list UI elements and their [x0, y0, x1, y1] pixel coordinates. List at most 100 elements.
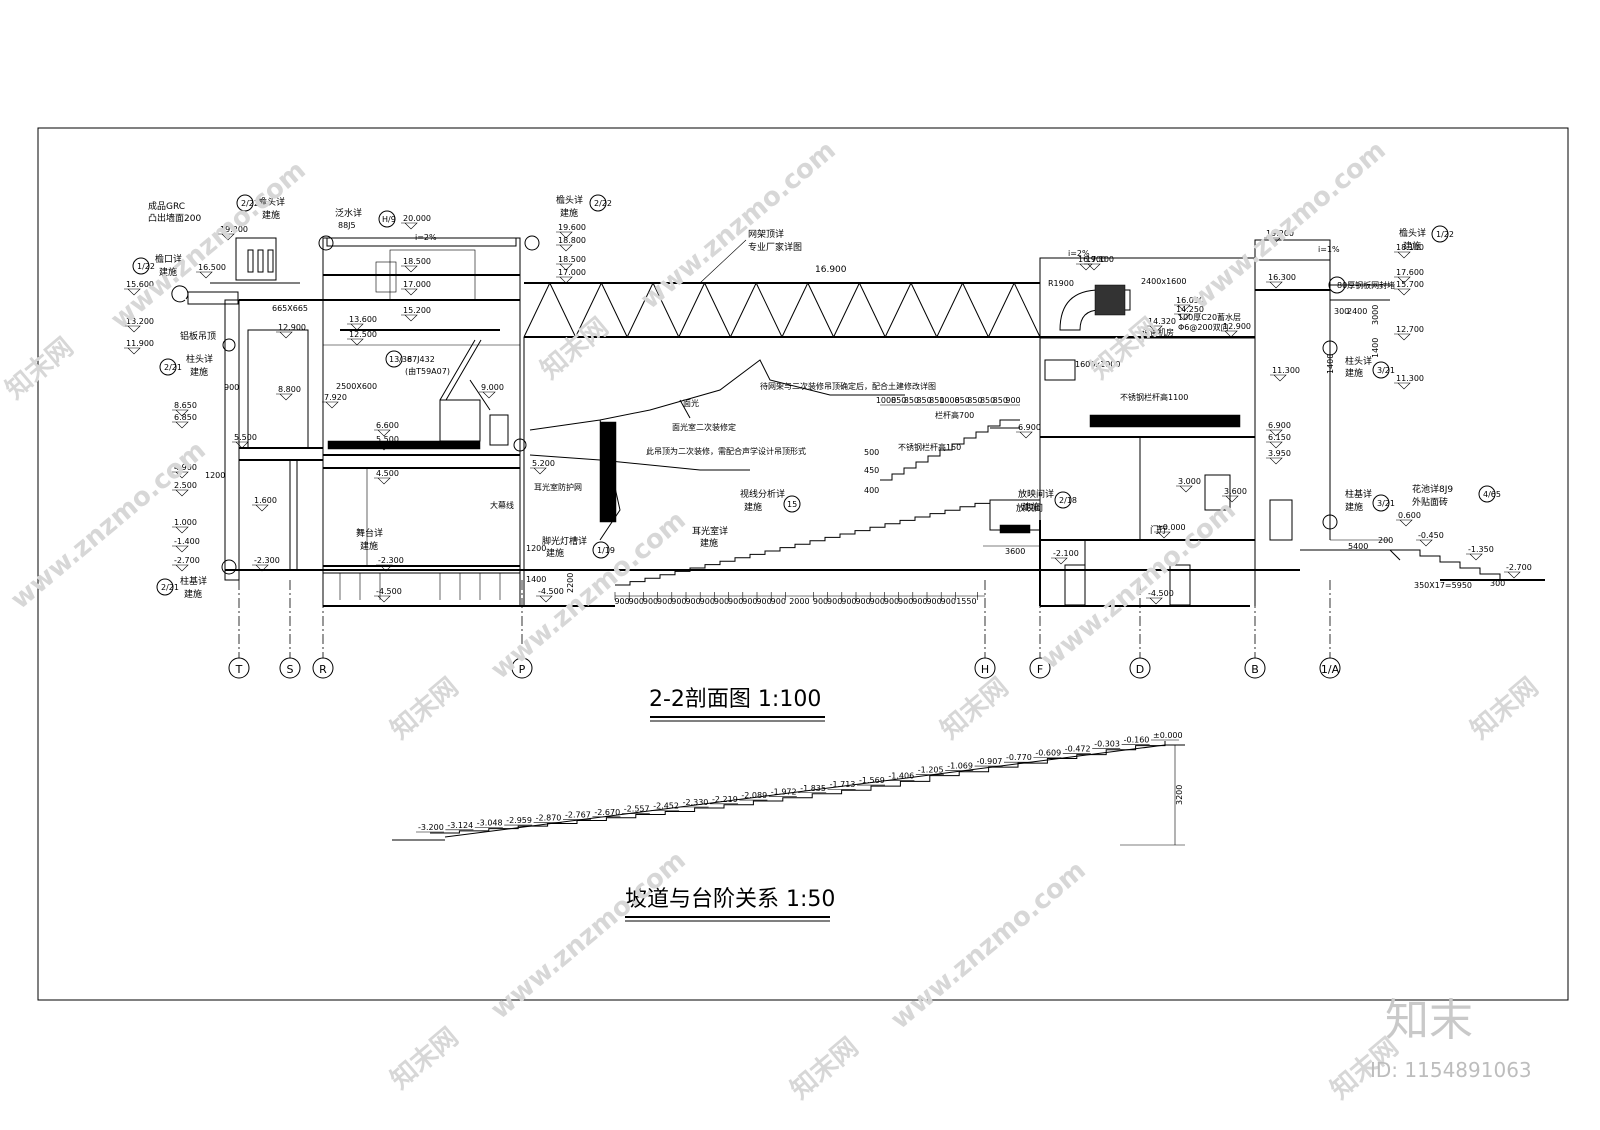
section-title: 2-2剖面图 1:100 [649, 687, 825, 722]
column-head-r-ref: 3/21 [1377, 366, 1395, 375]
grid-label-1: S [287, 663, 294, 676]
ramp-title: 坡道与台阶关系 1:50 [625, 887, 835, 922]
section-title-text: 2-2剖面图 1:100 [649, 687, 821, 712]
projection-ref: 2/18 [1059, 496, 1077, 505]
east-elev-9: 6.900 [1268, 421, 1291, 430]
east-elevation-marks: 19.20016.90017.10016.30016.05014.25014.3… [1016, 229, 1532, 605]
sight-2: 建施 [744, 501, 762, 513]
rail-1: 不锈钢栏杆高1100 [1120, 392, 1188, 402]
gutter-2: 建施 [159, 266, 177, 278]
left-elev-5: 8.650 [174, 401, 197, 410]
east-elev-10: 6.150 [1268, 433, 1291, 442]
ramp-label-11: -2.089 [741, 791, 767, 800]
dim-300: 300 [1490, 579, 1505, 588]
stage-elev-11: 9.000 [481, 383, 504, 392]
east-elev-1: 16.900 [1078, 255, 1106, 264]
ear-wall: 耳光室防护网 [534, 482, 582, 492]
dim-bottom-0: 900 [614, 597, 629, 606]
ramp-title-text: 坡道与台阶关系 1:50 [625, 887, 835, 912]
stage-elev-6: 17.000 [403, 280, 431, 289]
stage-elev-9: 12.500 [349, 330, 377, 339]
dim-seat-5: 1000 [939, 396, 959, 405]
east-elev-14: ±0.000 [1156, 523, 1186, 532]
column-base: 柱基详 [180, 575, 207, 587]
column-base-2: 建施 [184, 588, 202, 600]
dim-1200-a: 1200 [205, 471, 225, 480]
planter-ref: 4/65 [1483, 490, 1501, 499]
watermark-16: www.znzmo.com [885, 855, 1091, 1035]
ramp-diagram: 3200 -3.200-3.124-3.048-2.959-2.870-2.76… [392, 731, 1185, 846]
dim-bottom-20: 900 [912, 597, 927, 606]
dim-bottom-4: 900 [671, 597, 686, 606]
ramp-label-10: -2.219 [712, 795, 738, 804]
dim-900: 900 [224, 383, 239, 392]
footlight: 脚光灯槽详 [542, 535, 587, 547]
stage-tower [318, 235, 540, 607]
grid-label-6: D [1136, 663, 1144, 676]
projection-room: 放映间 [1016, 502, 1043, 514]
grid-bubble-1 [279, 657, 301, 679]
dim-bottom-14: 900 [827, 597, 842, 606]
ramp-label-17: -1.205 [918, 766, 944, 775]
dim-bottom-12: 2000 [789, 597, 809, 606]
left-elev-11: -2.700 [174, 556, 200, 565]
dim-seat-8: 850 [980, 396, 995, 405]
alu-ceiling: 铝板吊顶 [180, 330, 216, 342]
stage-elev-18: 1.600 [254, 496, 277, 505]
dim-seat-0: 1000 [876, 396, 896, 405]
ramp-label-19: -0.907 [977, 757, 1003, 766]
dim-seat-3: 850 [916, 396, 931, 405]
stage-elev-0: 20.000 [403, 214, 431, 223]
dim-bottom-10: 900 [756, 597, 771, 606]
stage-elev-10: 12.900 [278, 323, 306, 332]
east-elev-8: 6.900 [1018, 423, 1041, 432]
stage-elev-5: 18.500 [403, 257, 431, 266]
truss-elev: 16.900 [815, 265, 847, 275]
ear-light-2: 建施 [700, 537, 718, 549]
callouts: 成品GRC 凸出墙面200 2/22 檐头详 建施 泛水详 88J5 H/9 檐… [132, 194, 1501, 600]
left-elev-3: 13.200 [126, 317, 154, 326]
brand-id: ID: 1154891063 [1370, 1058, 1532, 1082]
column-head-2: 建施 [190, 366, 208, 378]
stage-elev-3: 18.500 [558, 255, 586, 264]
east-elev-15: -2.100 [1053, 549, 1079, 558]
left-elev-10: -1.400 [174, 537, 200, 546]
watermarks: 知末网 www.znzmo.com 知末网 www.znzmo.com 知末网 … [0, 135, 1544, 1105]
ramp-height: 3200 [1175, 785, 1184, 805]
ramp-label-12: -1.972 [771, 788, 797, 797]
stage-elev-23: 5.200 [532, 459, 555, 468]
ramp-label-3: -2.959 [506, 816, 532, 825]
east-elev-7: 12.900 [1223, 322, 1251, 331]
dim-300-b: 300 [1334, 307, 1349, 316]
east-elev-11: 3.950 [1268, 449, 1291, 458]
dim-bottom-19: 900 [898, 597, 913, 606]
face-light-2: 面光室二次装修定 [672, 422, 736, 432]
column-base-r: 柱基详 [1345, 488, 1372, 500]
eaves-a: 檐头详 [258, 196, 285, 208]
eaves-c-ref: 1/22 [1436, 230, 1454, 239]
ramp-label-0: -3.200 [418, 823, 444, 832]
grid-bubble-0 [228, 657, 250, 679]
watermark-3: 知末网 [535, 312, 614, 385]
watermark-9: www.znzmo.com [485, 505, 691, 685]
dim-1400: 1400 [526, 575, 546, 584]
grid-bubble-5 [1029, 657, 1051, 679]
east-elev-4: 16.050 [1176, 296, 1204, 305]
dim-200: 200 [1378, 536, 1393, 545]
grid-bubble-3 [511, 657, 533, 679]
ramp-label-2: -3.048 [477, 819, 503, 828]
watermark-13: 知末网 [385, 1022, 464, 1095]
dim-5400: 5400 [1348, 542, 1368, 551]
column-base-r-2: 建施 [1345, 501, 1363, 513]
planter-2: 外贴面砖 [1412, 496, 1448, 508]
east-elev-3: 16.300 [1268, 273, 1296, 282]
dim-bottom-18: 900 [884, 597, 899, 606]
dim-seat-10: 900 [1005, 396, 1020, 405]
ramp-label-8: -2.452 [653, 801, 679, 810]
east-elev-20: -2.700 [1506, 563, 1532, 572]
dim-seat-2: 850 [904, 396, 919, 405]
east-elev-0: 19.200 [1266, 229, 1294, 238]
dim-1400-c: 1400 [1326, 354, 1335, 374]
